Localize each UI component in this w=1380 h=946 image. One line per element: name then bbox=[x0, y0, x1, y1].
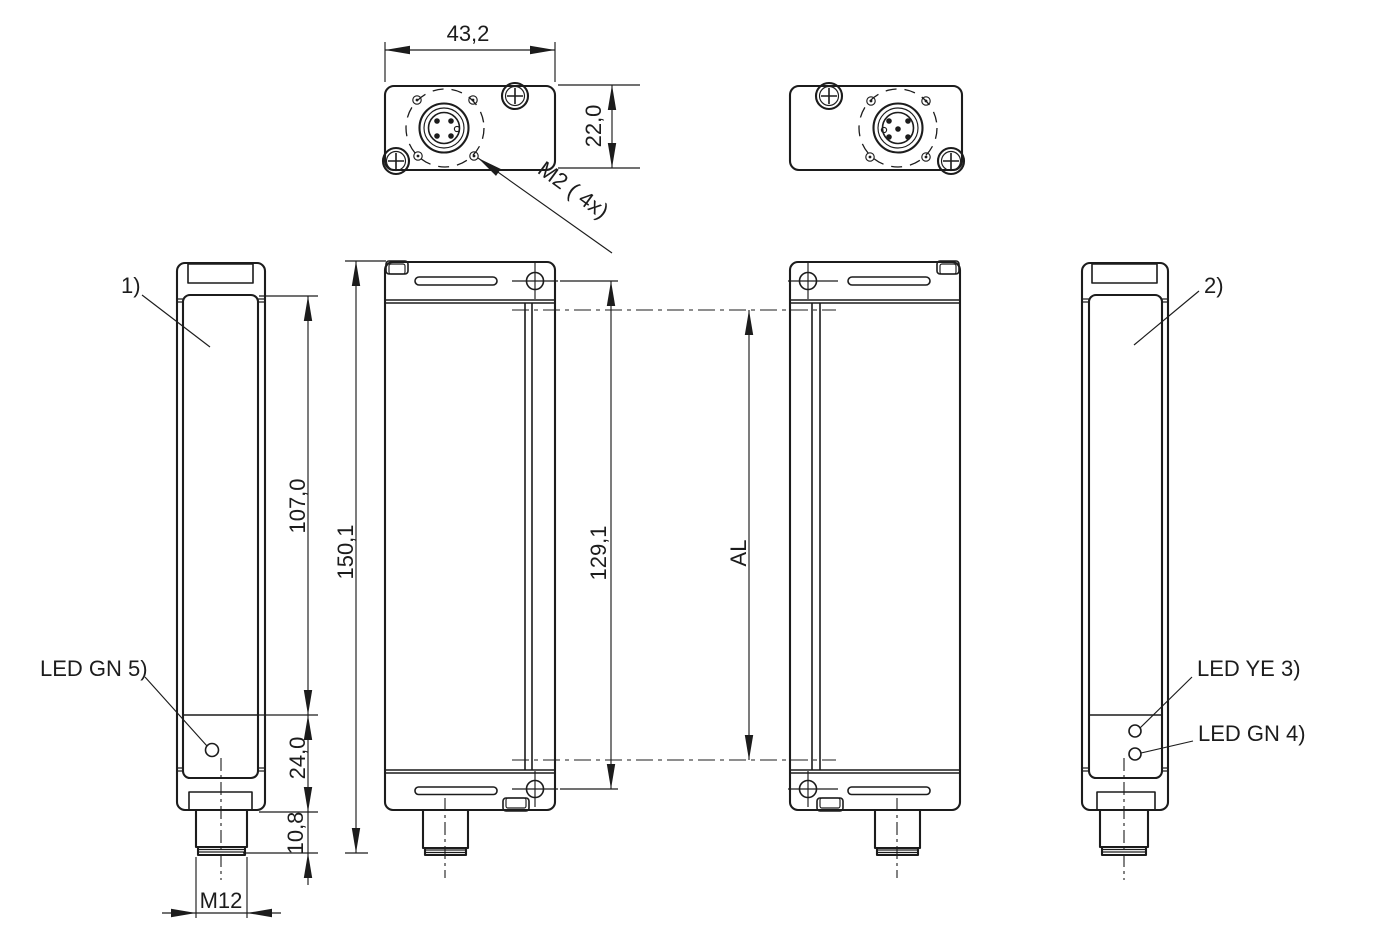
dimension-window-height: 107,0 24,0 10,8 bbox=[243, 295, 318, 885]
ref1-label: 1) bbox=[121, 273, 141, 298]
dim-active-length-label: AL bbox=[726, 540, 751, 567]
dimension-m12: M12 bbox=[162, 857, 281, 918]
screw-icon bbox=[936, 146, 966, 176]
led-gn4-label: LED GN 4) bbox=[1198, 721, 1306, 746]
m2-holes-left bbox=[412, 95, 479, 161]
screw-hole bbox=[788, 771, 838, 807]
mounting-slot bbox=[414, 276, 498, 286]
dimension-top-width: 43,2 bbox=[384, 21, 556, 82]
end-view-left bbox=[381, 81, 557, 176]
m12-connector-face-right bbox=[858, 88, 938, 168]
dim-total-height-label: 150,1 bbox=[333, 524, 358, 579]
screw-hole bbox=[512, 263, 558, 299]
led-gn5-label: LED GN 5) bbox=[40, 656, 148, 681]
mounting-slot bbox=[847, 786, 931, 796]
mounting-slot bbox=[847, 276, 931, 286]
side-view-right bbox=[1080, 261, 1170, 880]
callout-led-gn5: LED GN 5) bbox=[40, 656, 208, 747]
dim-cap-height-label: 24,0 bbox=[285, 737, 310, 780]
m2-label: M2 ( 4x) bbox=[533, 156, 613, 224]
end-view-right bbox=[788, 81, 966, 176]
screw-icon bbox=[814, 81, 844, 111]
dim-m12-label: M12 bbox=[200, 888, 243, 913]
led-gn-5-indicator bbox=[204, 742, 220, 758]
dimension-hole-spacing: 129,1 bbox=[560, 280, 618, 790]
screw-hole bbox=[512, 771, 558, 807]
dimension-total-height: 150,1 bbox=[333, 260, 386, 854]
callout-ref2: 2) bbox=[1133, 273, 1224, 346]
screw-icon bbox=[500, 81, 530, 111]
dim-top-height-label: 22,0 bbox=[581, 105, 606, 148]
mounting-slot bbox=[414, 786, 498, 796]
clip bbox=[936, 260, 960, 275]
ref2-label: 2) bbox=[1204, 273, 1224, 298]
side-view-left bbox=[175, 261, 267, 880]
dimension-top-height: 22,0 bbox=[558, 84, 640, 169]
callout-led-ye3: LED YE 3) bbox=[1139, 656, 1301, 729]
dim-plug-height-label: 10,8 bbox=[283, 812, 308, 855]
dimension-active-length: AL bbox=[726, 310, 754, 760]
dim-window-height-label: 107,0 bbox=[285, 478, 310, 533]
callout-led-gn4: LED GN 4) bbox=[1140, 721, 1306, 754]
led-ye3-label: LED YE 3) bbox=[1197, 656, 1301, 681]
led-ye-3-indicator bbox=[1128, 724, 1142, 738]
front-view-receiver bbox=[788, 260, 962, 878]
dim-hole-spacing-label: 129,1 bbox=[586, 525, 611, 580]
dimension-m2-callout: M2 ( 4x) bbox=[475, 154, 613, 254]
dim-top-width-label: 43,2 bbox=[447, 21, 490, 46]
clip bbox=[816, 797, 844, 812]
screw-hole bbox=[788, 263, 838, 299]
callout-ref1: 1) bbox=[121, 273, 211, 348]
screw-icon bbox=[381, 146, 411, 176]
led-gn-4-indicator bbox=[1128, 747, 1142, 761]
front-view-emitter bbox=[383, 260, 558, 878]
clip bbox=[502, 797, 530, 812]
clip bbox=[385, 260, 409, 275]
m2-holes-right bbox=[865, 96, 931, 162]
m12-connector-face-left bbox=[405, 88, 485, 168]
